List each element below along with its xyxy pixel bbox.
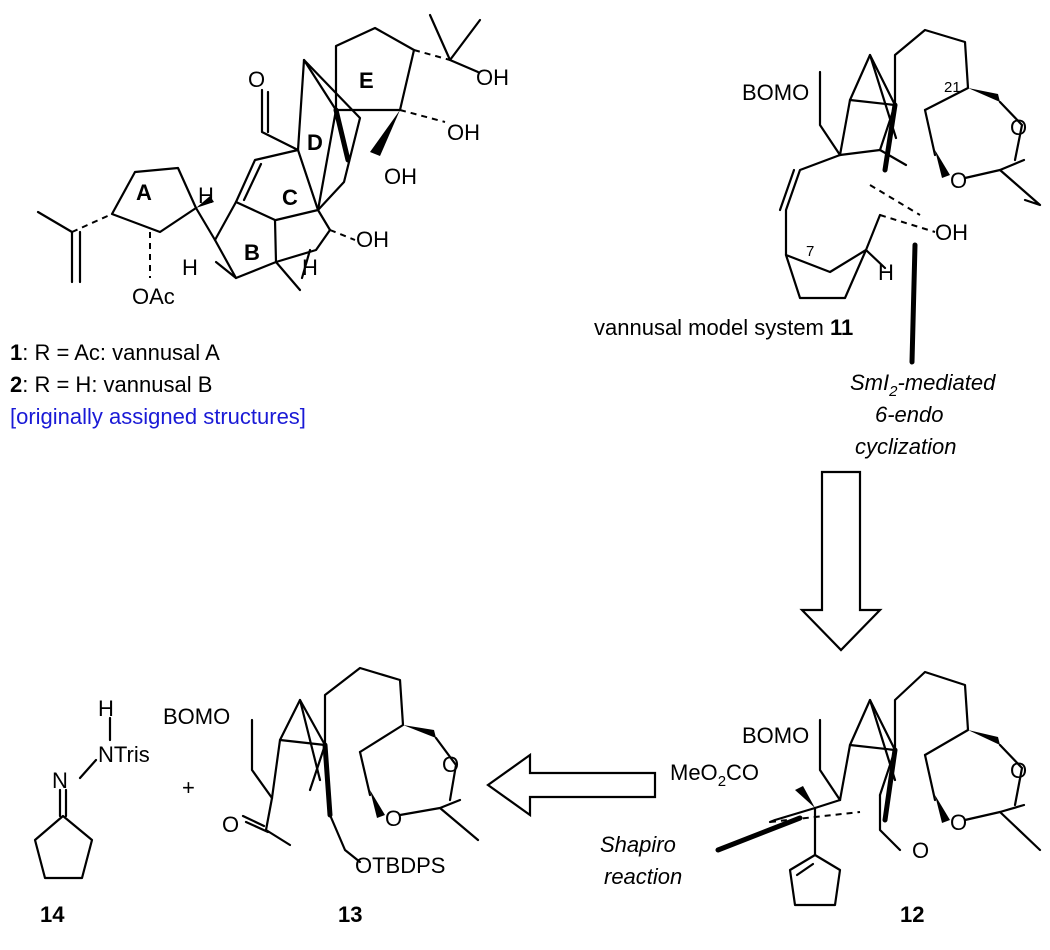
plus-sign: +	[182, 775, 195, 800]
compound-13-structure	[241, 666, 480, 864]
cyclization-label: cyclization	[855, 434, 956, 459]
oxygen-label: O	[950, 810, 967, 835]
h-label: H	[878, 260, 894, 285]
oxygen-label: O	[1010, 115, 1027, 140]
shapiro-pointer	[715, 815, 803, 853]
ring-label-d: D	[307, 130, 323, 155]
oh-label: OH	[935, 220, 968, 245]
oxygen-label: O	[1010, 758, 1027, 783]
vannusal-structure	[36, 13, 482, 292]
oh-label: OH	[476, 65, 509, 90]
caption-note: [originally assigned structures]	[10, 404, 306, 429]
oxygen-label: O	[442, 752, 459, 777]
meo2co-label: MeO2CO	[670, 760, 759, 790]
h-label: H	[182, 255, 198, 280]
caption-11: vannusal model system 11	[594, 315, 853, 340]
imine-n-label: N	[52, 768, 68, 793]
oac-label: OAc	[132, 284, 175, 309]
compound-14-structure	[33, 716, 112, 880]
otbdps-label: OTBDPS	[355, 853, 445, 878]
h-label: H	[198, 183, 214, 208]
compound-label-13: 13	[338, 902, 362, 927]
oxygen-label: O	[385, 806, 402, 831]
oh-label: OH	[447, 120, 480, 145]
model-system-11-structure	[778, 28, 1042, 300]
shapiro-label: Shapiro	[600, 832, 676, 857]
locant-7: 7	[806, 243, 814, 260]
ring-label-a: A	[136, 180, 152, 205]
reaction-label: reaction	[604, 864, 682, 889]
aldehyde-oxygen-label: O	[222, 812, 239, 837]
oxygen-label: O	[950, 168, 967, 193]
aldehyde-oxygen-label: O	[912, 838, 929, 863]
retrosynthesis-arrow-down	[799, 470, 883, 652]
compound-label-12: 12	[900, 902, 924, 927]
retrosynthesis-arrow-left	[486, 752, 657, 818]
ring-label-e: E	[359, 68, 374, 93]
locant-21: 21	[944, 79, 961, 96]
oh-label: OH	[356, 227, 389, 252]
6-endo-label: 6-endo	[875, 402, 944, 427]
caption-1: 1: R = Ac: vannusal A	[10, 340, 220, 365]
smi2-label: SmI2-mediated	[850, 370, 996, 400]
ring-label-b: B	[244, 240, 260, 265]
h-label: H	[98, 696, 114, 721]
aldehyde-oxygen-label: O	[248, 67, 265, 92]
bomo-label: BOMO	[742, 723, 809, 748]
bomo-label: BOMO	[163, 704, 230, 729]
bomo-label: BOMO	[742, 80, 809, 105]
caption-2: 2: R = H: vannusal B	[10, 372, 212, 397]
ring-label-c: C	[282, 185, 298, 210]
compound-label-14: 14	[40, 902, 65, 927]
oh-label: OH	[384, 164, 417, 189]
compound-12-structure	[768, 670, 1042, 907]
disconnection-pointer	[909, 242, 918, 365]
ntris-label: NTris	[98, 742, 150, 767]
h-label: H	[302, 255, 318, 280]
